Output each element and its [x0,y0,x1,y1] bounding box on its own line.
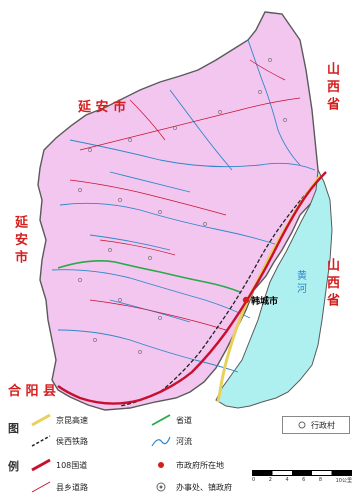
town-government-symbol-icon [156,482,166,492]
hancheng-territory [37,11,323,411]
legend-label: 京昆高速 [56,415,88,425]
label-shanxi-top: 山 西 省 [324,62,339,111]
legend: 图 例 京昆高速 侯西铁路 108国道 县乡道路 省道 河流 市政府所在地 办事… [0,410,358,502]
legend-river: 河流 [150,434,192,448]
legend-railway: 侯西铁路 [30,434,88,448]
scale-bar-graphic [252,470,352,476]
legend-label: 河流 [176,436,192,446]
legend-label: 办事处、镇政府 [176,482,232,492]
expressway-symbol-icon [31,413,51,427]
provincial-road [57,260,241,293]
legend-city-government: 市政府所在地 [150,458,224,472]
county-road-symbol-icon [31,481,51,493]
scale-tick: 6 [302,477,306,483]
scale-tick: 2 [268,477,272,483]
provincial-road-symbol-icon [151,414,171,426]
label-yanan-left: 延 安 市 [12,215,27,264]
label-shanxi-right: 山 西 省 [324,258,339,307]
scale-bar: 0 2 4 6 8 10公里 [252,468,352,484]
village-markers [78,58,287,354]
river-symbol-icon [151,436,171,447]
legend-county-road: 县乡道路 [30,480,88,494]
legend-label: 108国道 [56,460,88,470]
legend-title-tu: 图 [8,422,19,435]
legend-label: 行政村 [311,420,335,430]
city-government-symbol-icon [158,462,164,468]
railway [119,181,317,407]
legend-expressway: 京昆高速 [30,413,88,427]
scale-tick: 0 [252,477,256,483]
village-symbol-icon [298,421,306,429]
national-road-108 [57,171,327,405]
city-label: 韩城市 [251,295,278,307]
river-label: 黄 河 [295,269,307,293]
city-marker-icon [242,296,250,304]
legend-provincial-road: 省道 [150,413,192,427]
legend-national-road: 108国道 [30,458,87,472]
legend-label: 省道 [176,415,192,425]
yellow-river-area [215,168,333,409]
county-roads [69,59,301,331]
label-heyang: 合 阳 县 [8,384,57,399]
legend-town-government: 办事处、镇政府 [150,480,232,494]
railway-symbol-icon [31,435,51,447]
legend-label: 侯西铁路 [56,436,88,446]
legend-label: 市政府所在地 [176,460,224,470]
legend-label: 县乡道路 [56,482,88,492]
scale-tick: 8 [318,477,323,483]
national-road-symbol-icon [31,458,51,472]
scale-tick: 10公里 [335,478,352,484]
scale-tick: 4 [285,477,289,483]
legend-title-li: 例 [8,460,19,473]
label-yanan-top: 延 安 市 [78,100,127,115]
legend-village: 行政村 [282,416,350,434]
